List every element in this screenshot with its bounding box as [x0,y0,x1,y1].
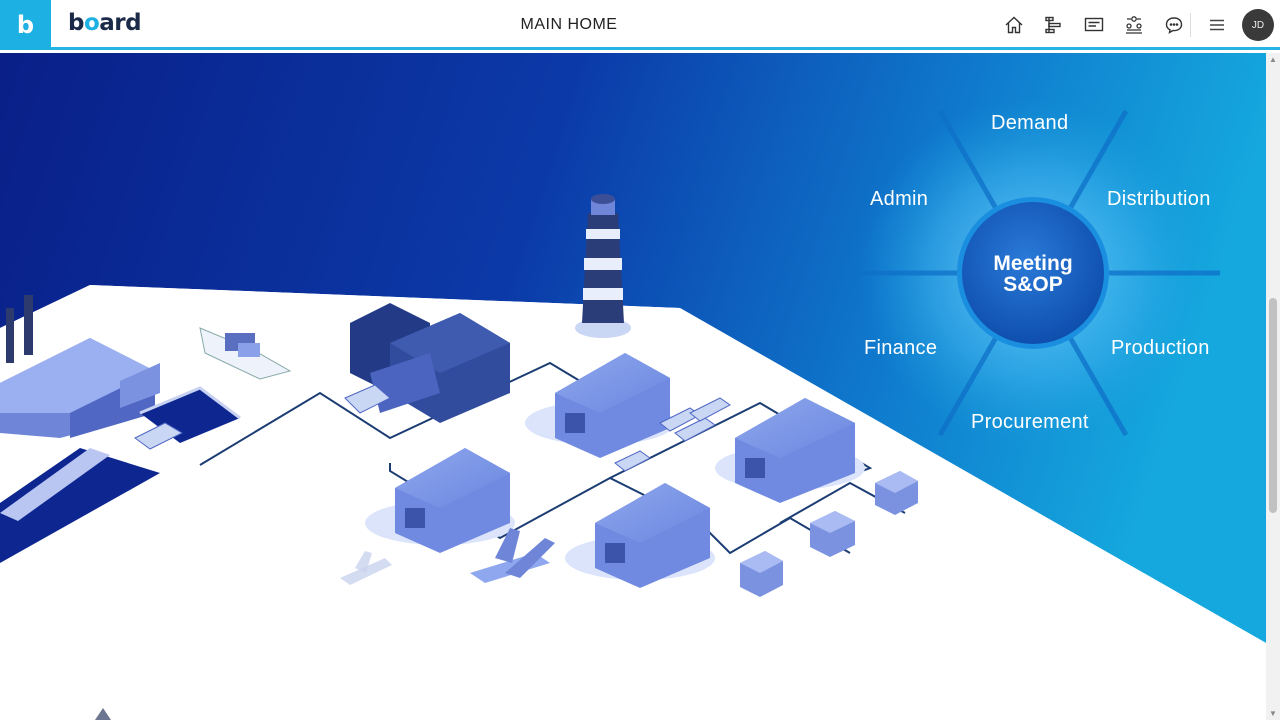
app-launcher-button[interactable]: b [0,0,51,50]
vertical-scrollbar[interactable]: ▲ ▼ [1266,53,1280,720]
lighthouse [575,194,631,338]
water-area [0,448,160,563]
page-title: MAIN HOME [520,16,618,33]
shop-3 [740,551,783,597]
warehouse-1 [525,353,675,458]
avatar[interactable]: JD [1242,9,1274,41]
scroll-thumb[interactable] [1269,298,1277,513]
factory [0,295,160,438]
wheel-segment-finance[interactable]: Finance [864,337,938,359]
meeting-sop-label[interactable]: Meeting S&OP [993,252,1073,296]
wheel-segment-distribution[interactable]: Distribution [1107,188,1211,210]
sop-illustration [0,53,1266,720]
shop-2 [810,511,855,557]
shop-1 [875,471,918,515]
scroll-down-icon[interactable]: ▼ [1269,709,1277,718]
wheel-segment-production[interactable]: Production [1111,337,1210,359]
sop-center-circle[interactable] [962,202,1104,344]
nav-icons [994,13,1194,37]
board-logo: board [68,10,142,36]
warehouse-4 [565,483,715,588]
scroll-up-icon[interactable]: ▲ [1269,55,1277,64]
chat-icon[interactable] [1154,13,1194,37]
top-bar: b board MAIN HOME JD [0,0,1280,50]
office-building [350,303,510,423]
cargo-ship [199,327,292,380]
airplane [470,528,555,583]
wheel-segment-procurement[interactable]: Procurement [971,411,1089,433]
gantt-icon[interactable] [1034,13,1074,37]
hierarchy-icon[interactable] [1114,13,1154,37]
main-canvas: Meeting S&OP Demand Distribution Product… [0,53,1266,720]
warehouse-3 [715,398,865,503]
wheel-segment-admin[interactable]: Admin [870,188,929,210]
home-icon[interactable] [994,13,1034,37]
sop-wheel [846,98,1220,448]
header-divider [1190,13,1191,37]
storyboard-icon[interactable] [1074,13,1114,37]
menu-icon[interactable] [1205,13,1229,37]
wheel-segment-demand[interactable]: Demand [991,112,1069,134]
trucks [134,384,731,472]
warehouse-2 [365,448,515,553]
app-launcher-label: b [16,11,35,39]
isometric-city [0,194,918,720]
